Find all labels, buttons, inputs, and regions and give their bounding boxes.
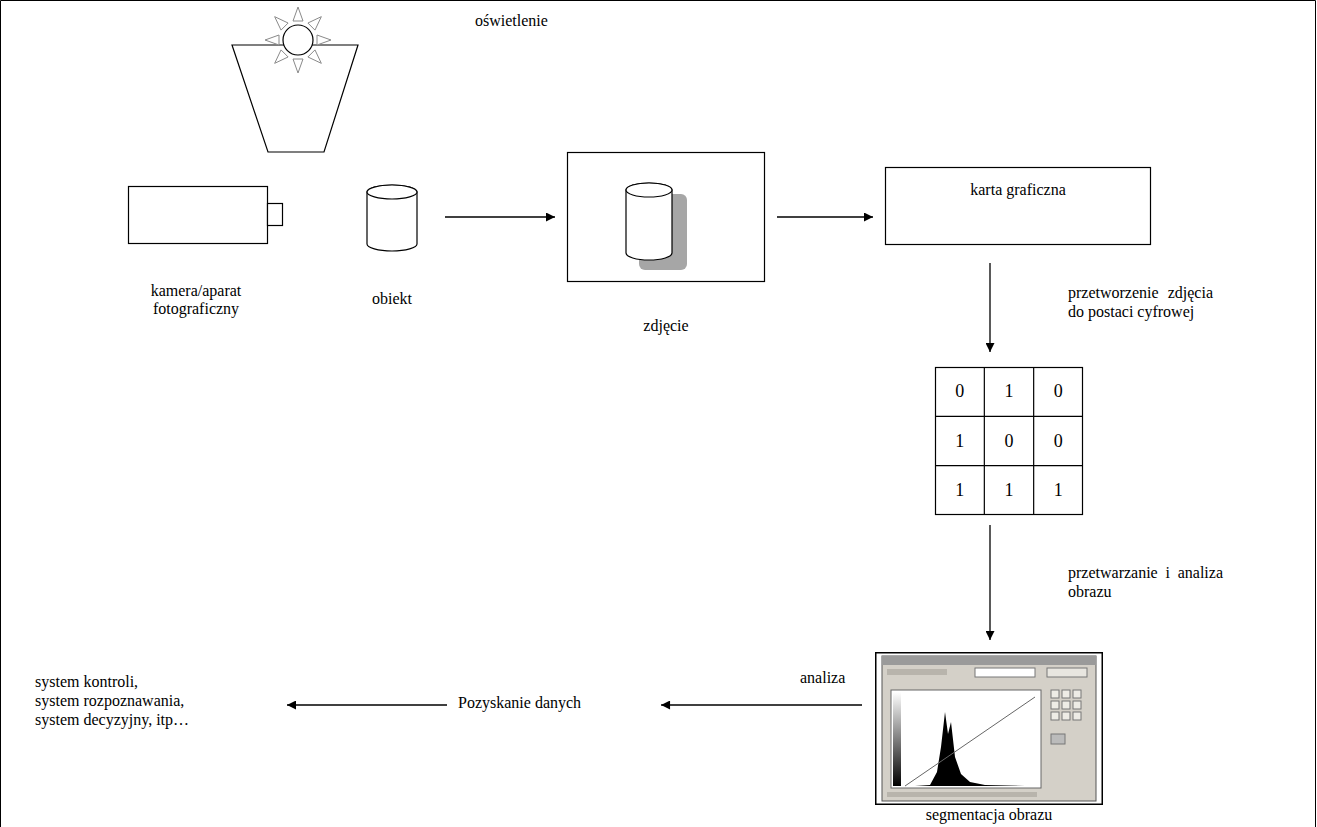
light-ray (317, 35, 331, 45)
light-ray (308, 17, 321, 30)
grid-line (1033, 367, 1034, 515)
process-box: karta graficzna (885, 167, 1151, 245)
edge-label: analiza (800, 668, 845, 687)
edge-label: przetwarzanie i analiza obrazu (1068, 563, 1223, 601)
flow-arrow (989, 263, 990, 352)
light-ray (275, 50, 288, 63)
matrix-cell: 0 (1034, 416, 1083, 465)
light-ray (293, 7, 303, 21)
grid-line (935, 465, 1083, 466)
pixel-matrix: 010100111 (935, 367, 1083, 515)
camera-icon-outline (128, 186, 283, 244)
photo-frame (568, 153, 765, 282)
flow-arrow (445, 216, 555, 217)
histogram-window (882, 656, 1096, 801)
camera-body (129, 187, 268, 244)
flow-arrow (989, 525, 990, 640)
matrix-cell: 1 (935, 466, 984, 515)
camera-lens (268, 204, 283, 226)
matrix-cell: 1 (1034, 466, 1083, 515)
object-icon: obiekt (366, 184, 418, 252)
node-label: karta graficzna (885, 181, 1151, 199)
data-step: Pozyskanie danych (458, 694, 581, 712)
light-ray (275, 17, 288, 30)
node-label: segmentacja obrazu (865, 807, 1113, 823)
photo-frame-outline (567, 152, 765, 282)
photo-cylinder-body (626, 183, 672, 260)
process-box-outline (885, 167, 1151, 245)
matrix-cell: 0 (984, 416, 1033, 465)
light-ray (293, 59, 303, 73)
grid-line (984, 367, 985, 515)
node-label: oświetlenie (475, 12, 548, 30)
light-bulb (283, 25, 313, 55)
node-label: system kontroli, system rozpoznawania, s… (35, 672, 207, 730)
matrix-cell: 1 (984, 466, 1033, 515)
object-cylinder-top (367, 185, 417, 199)
target-systems: system kontroli, system rozpoznawania, s… (35, 672, 207, 730)
lamp-shade (232, 45, 358, 152)
photo-frame: zdjęcie (567, 152, 765, 282)
segmentation-screenshot-outline (875, 652, 1103, 805)
lamp-icon-outline (225, 0, 365, 155)
screenshot-frame (876, 653, 1103, 805)
object-icon-outline (366, 184, 418, 252)
lamp-icon: oświetlenie (225, 0, 365, 155)
box-outline (936, 368, 1083, 515)
edge-label: przetworzenie zdjęcia do postaci cyfrowe… (1068, 283, 1213, 321)
object-cylinder-body (367, 185, 417, 251)
node-label: zdjęcie (547, 317, 785, 335)
matrix-cell: 1 (935, 416, 984, 465)
light-ray (265, 35, 279, 45)
flow-arrow (287, 704, 447, 705)
matrix-cell: 1 (984, 367, 1033, 416)
node-label: kamera/aparat fotograficzny (116, 282, 276, 319)
node-label: obiekt (336, 290, 448, 308)
node-label: Pozyskanie danych (458, 694, 581, 712)
flow-arrow (661, 704, 862, 705)
light-ray (308, 50, 321, 63)
segmentation-screenshot: segmentacja obrazu (875, 652, 1103, 805)
grid-line (935, 416, 1083, 417)
box-outline (886, 168, 1151, 245)
matrix-cell: 0 (1034, 367, 1083, 416)
camera-icon: kamera/aparat fotograficzny (128, 186, 283, 244)
photo-cylinder-top (626, 183, 672, 197)
flow-arrow (777, 216, 873, 217)
matrix-cell: 0 (935, 367, 984, 416)
